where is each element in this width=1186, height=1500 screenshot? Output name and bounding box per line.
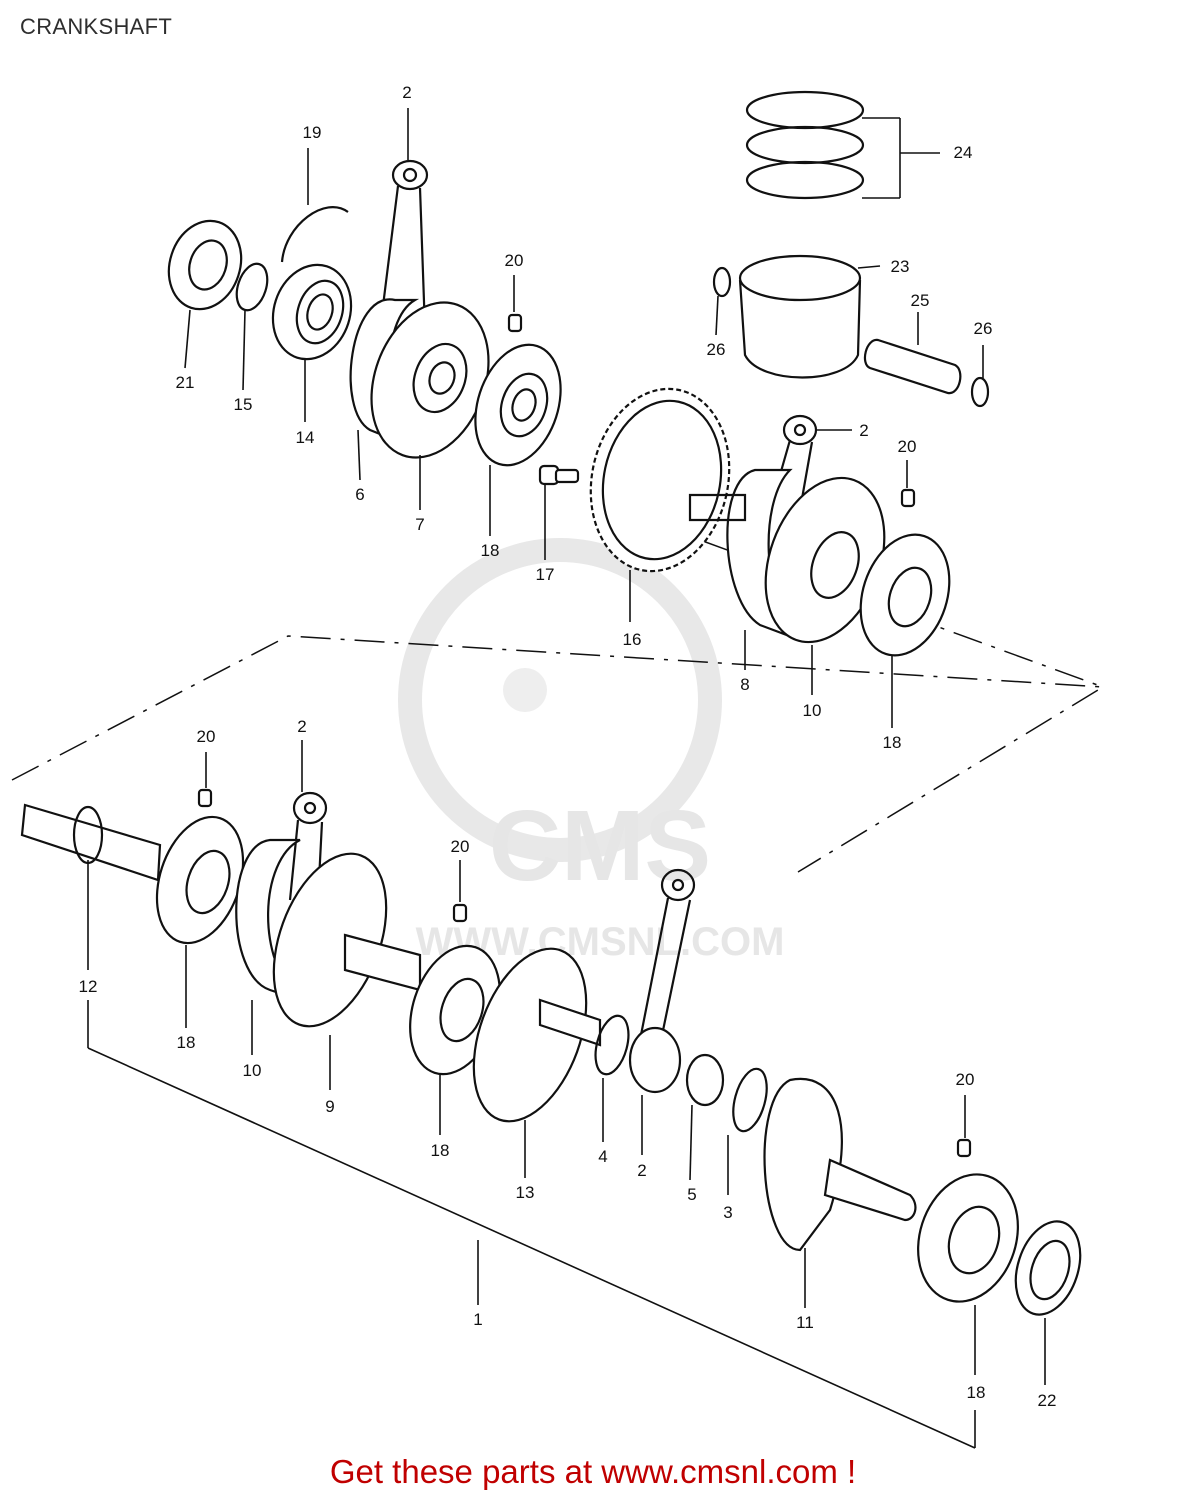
callout-12: 12 xyxy=(79,977,98,996)
callout-10-middle: 10 xyxy=(803,701,822,720)
part-23-piston xyxy=(738,254,881,379)
diagram-title: CRANKSHAFT xyxy=(20,14,173,39)
callout-2-top: 2 xyxy=(402,83,411,102)
callout-2-middle: 2 xyxy=(859,421,868,440)
part-14-bearing xyxy=(271,263,353,361)
part-2-connecting-rod-bottom-right xyxy=(628,868,696,1094)
callout-2-bottom-right: 2 xyxy=(637,1161,646,1180)
callout-18-bottom-left: 18 xyxy=(177,1033,196,1052)
callout-20-bottom-left: 20 xyxy=(197,727,216,746)
callout-21: 21 xyxy=(176,373,195,392)
part-26-piston-clip-left xyxy=(712,266,732,298)
part-22-oil-seal xyxy=(1014,1220,1082,1316)
part-20-pin-middle-right xyxy=(900,488,916,508)
part-21-oil-seal xyxy=(167,219,243,311)
part-11-flywheel-right-end xyxy=(763,1077,917,1252)
callout-4: 4 xyxy=(598,1147,607,1166)
get-parts-link[interactable]: Get these parts at www.cmsnl.com ! xyxy=(329,1453,857,1490)
callout-7: 7 xyxy=(415,515,424,534)
part-12-crank-shaft-end xyxy=(20,803,162,882)
part-13-flywheel-bottom-middle xyxy=(472,947,602,1123)
part-20-pin-bottom-middle xyxy=(452,903,468,923)
callout-2-bottom-left: 2 xyxy=(297,717,306,736)
watermark-logo: CMS xyxy=(489,790,711,902)
part-16-gear xyxy=(589,387,731,573)
callout-16: 16 xyxy=(623,630,642,649)
callout-18-bottom-middle: 18 xyxy=(431,1141,450,1160)
callout-18-middle-right: 18 xyxy=(883,733,902,752)
part-20-pin-top-left xyxy=(507,313,523,333)
part-20-pin-bottom-left xyxy=(197,788,213,808)
callout-3: 3 xyxy=(723,1203,732,1222)
callout-18-bottom-right: 18 xyxy=(967,1383,986,1402)
part-9-flywheel-bottom xyxy=(272,852,422,1028)
callout-17: 17 xyxy=(536,565,555,584)
callout-6: 6 xyxy=(355,485,364,504)
part-18-bearing-top-left xyxy=(474,343,562,467)
callout-26-left: 26 xyxy=(707,340,726,359)
callout-23: 23 xyxy=(891,257,910,276)
part-25-piston-pin xyxy=(863,338,962,395)
callout-20-bottom-middle: 20 xyxy=(451,837,470,856)
part-17-bolt xyxy=(538,464,580,486)
part-3-washer xyxy=(732,1067,768,1133)
callout-9: 9 xyxy=(325,1097,334,1116)
part-26-piston-clip-right xyxy=(970,376,990,408)
callout-1: 1 xyxy=(473,1310,482,1329)
part-20-pin-bottom-right xyxy=(956,1138,972,1158)
part-18-bearing-bottom-right xyxy=(917,1173,1019,1303)
part-18-bearing-middle-right xyxy=(859,533,951,657)
cms-watermark: CMS WWW.CMSNL.COM xyxy=(398,538,784,964)
callout-11: 11 xyxy=(796,1313,814,1332)
callout-22: 22 xyxy=(1038,1391,1057,1410)
callout-18-top-left: 18 xyxy=(481,541,500,560)
callout-10-bottom: 10 xyxy=(243,1061,262,1080)
callout-20-middle-right: 20 xyxy=(898,437,917,456)
callout-labels: 21 15 14 19 2 6 7 20 18 17 16 24 23 26 2… xyxy=(79,83,1057,1410)
part-19-clip xyxy=(280,206,349,263)
callout-26-right: 26 xyxy=(974,319,993,338)
part-4-washer xyxy=(594,1014,630,1076)
part-24-piston-rings xyxy=(745,90,940,200)
part-18-bearing-bottom-left xyxy=(155,815,245,945)
callout-25: 25 xyxy=(911,291,930,310)
callout-8: 8 xyxy=(740,675,749,694)
callout-5: 5 xyxy=(687,1185,696,1204)
callout-15: 15 xyxy=(234,395,253,414)
part-15-circlip xyxy=(235,262,269,312)
callout-20-bottom-right: 20 xyxy=(956,1070,975,1089)
callout-24: 24 xyxy=(954,143,973,162)
callout-20-top-left: 20 xyxy=(505,251,524,270)
leader-lines xyxy=(87,108,1046,1385)
callout-14: 14 xyxy=(296,428,315,447)
assembly-bracket xyxy=(87,1000,976,1449)
callout-13: 13 xyxy=(516,1183,535,1202)
part-7-flywheel-right xyxy=(370,301,490,459)
part-5-needle-bearing xyxy=(685,1053,725,1107)
callout-19: 19 xyxy=(303,123,322,142)
